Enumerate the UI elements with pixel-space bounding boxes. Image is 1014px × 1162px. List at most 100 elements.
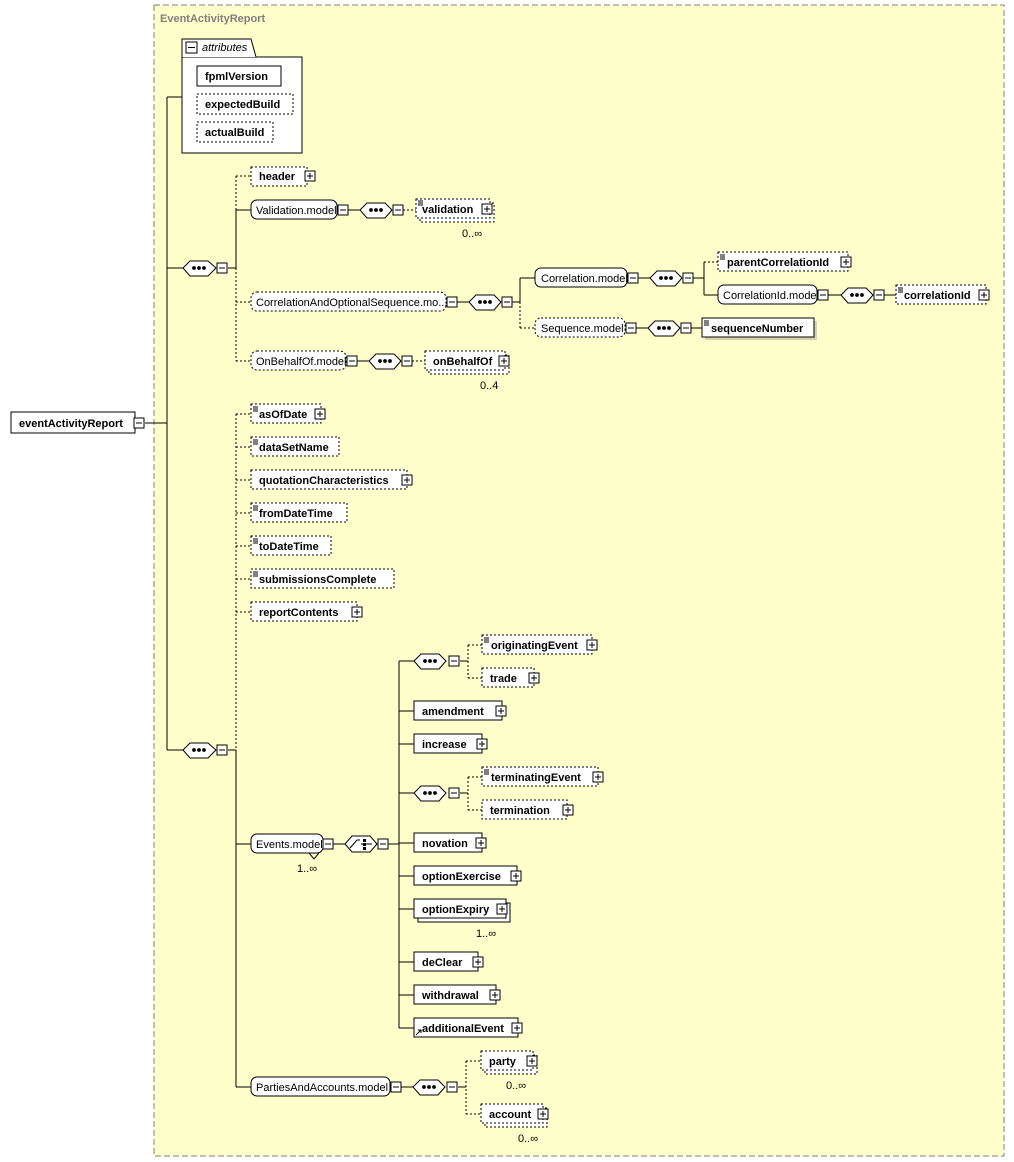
choice-compositor-events[interactable] [344,835,378,853]
expand-toggle[interactable] [481,203,493,215]
toggle-buttons [133,204,885,1093]
expand-toggle[interactable] [592,771,604,783]
element-sequence-number[interactable]: sequenceNumber [711,323,804,335]
element-option-exercise[interactable]: optionExercise [422,871,501,883]
expand-toggle[interactable] [475,837,487,849]
collapse-toggle[interactable] [346,355,358,367]
element-trade[interactable]: trade [490,673,517,685]
sequence-compositor-header[interactable] [182,260,217,277]
element-option-expiry[interactable]: optionExpiry [422,904,490,916]
element-party[interactable]: party [489,1056,517,1068]
collapse-toggle[interactable] [682,272,694,284]
expand-toggle[interactable] [511,1022,523,1034]
expand-toggle[interactable] [496,903,508,915]
sequence-compositor-events-1[interactable] [413,653,447,670]
expand-toggle[interactable] [476,738,488,750]
collapse-toggle[interactable] [625,322,637,334]
group-correlation-sequence-model[interactable]: CorrelationAndOptionalSequence.mo... [256,297,447,309]
root-element[interactable]: eventActivityReport [10,411,136,434]
collapse-toggle[interactable] [392,204,404,216]
collapse-toggle[interactable] [337,204,349,216]
element-header[interactable]: header [259,171,296,183]
element-from-date-time[interactable]: fromDateTime [259,508,333,520]
expand-toggle[interactable] [351,606,363,618]
sequence-compositor-sequence[interactable] [647,320,681,337]
sequence-compositor-body[interactable] [182,742,217,759]
collapse-toggle[interactable] [377,838,389,850]
element-terminating-event[interactable]: terminatingEvent [491,772,581,784]
attribute-actualbuild[interactable]: actualBuild [205,127,264,139]
element-termination[interactable]: termination [490,805,550,817]
cardinality-party: 0..∞ [506,1080,526,1092]
group-sequence-model[interactable]: Sequence.model [541,323,624,335]
expand-toggle[interactable] [526,1055,538,1067]
expand-toggle[interactable] [314,408,326,420]
element-originating-event[interactable]: originatingEvent [491,640,578,652]
expand-toggle[interactable] [401,474,413,486]
element-on-behalf-of[interactable]: onBehalfOf [433,356,493,368]
expand-toggle[interactable] [498,355,510,367]
element-data-set-name[interactable]: dataSetName [259,442,329,454]
group-parties-and-accounts-model[interactable]: PartiesAndAccounts.model [256,1082,388,1094]
expand-toggle[interactable] [978,289,990,301]
element-de-clear[interactable]: deClear [422,957,463,969]
collapse-toggle[interactable] [133,417,145,429]
group-correlation-model[interactable]: Correlation.model [541,273,628,285]
collapse-toggle[interactable] [446,1081,458,1093]
expand-toggle[interactable] [304,170,316,182]
element-account[interactable]: account [489,1109,532,1121]
expand-toggle[interactable] [840,256,852,268]
element-submissions-complete[interactable]: submissionsComplete [259,574,376,586]
element-amendment[interactable]: amendment [422,706,484,718]
collapse-toggle[interactable] [501,296,513,308]
expand-toggle[interactable] [562,804,574,816]
attributes-group: attributes fpmlVersion expectedBuild act… [181,38,303,154]
group-events-model[interactable]: Events.model [256,839,323,851]
expand-toggle[interactable] [586,639,598,651]
group-correlation-id-model[interactable]: CorrelationId.model [723,290,819,302]
collapse-toggle[interactable] [680,322,692,334]
collapse-toggle[interactable] [448,787,460,799]
expand-toggle[interactable] [510,870,522,882]
sequence-compositor-correlation-seq[interactable] [468,294,502,311]
collapse-toggle[interactable] [401,355,413,367]
collapse-toggle[interactable] [322,838,334,850]
element-novation[interactable]: novation [422,838,468,850]
attribute-fpmlversion[interactable]: fpmlVersion [205,71,268,83]
element-report-contents[interactable]: reportContents [259,607,338,619]
attribute-expectedbuild[interactable]: expectedBuild [205,99,280,111]
element-withdrawal[interactable]: withdrawal [421,990,479,1002]
sequence-compositor-validation[interactable] [359,202,393,219]
expand-toggle[interactable] [528,672,540,684]
collapse-toggle[interactable] [873,289,885,301]
sequence-compositor-parties[interactable] [412,1079,446,1096]
expand-toggle[interactable] [495,705,507,717]
element-correlation-id[interactable]: correlationId [904,290,971,302]
sequence-compositor-correlation-id[interactable] [840,287,874,304]
expand-toggle[interactable] [537,1108,549,1120]
group-validation-model[interactable]: Validation.model [256,205,337,217]
element-to-date-time[interactable]: toDateTime [259,541,319,553]
sequence-compositor-correlation[interactable] [649,270,683,287]
sequence-compositor-on-behalf-of[interactable] [368,353,402,370]
sequence-compositor-events-2[interactable] [413,785,447,802]
connector-lines [145,96,896,1115]
expand-toggle[interactable] [472,956,484,968]
element-additional-event[interactable]: additionalEvent [422,1023,504,1035]
collapse-toggle[interactable] [216,744,228,756]
element-increase[interactable]: increase [422,739,467,751]
collapse-toggle[interactable] [817,289,829,301]
collapse-toggle[interactable] [627,272,639,284]
element-quotation-characteristics[interactable]: quotationCharacteristics [259,475,389,487]
expand-toggle[interactable] [489,989,501,1001]
collapse-toggle[interactable] [448,655,460,667]
element-as-of-date[interactable]: asOfDate [259,409,307,421]
group-on-behalf-of-model[interactable]: OnBehalfOf.model [256,356,347,368]
element-validation[interactable]: validation [422,204,474,216]
collapse-toggle[interactable] [216,262,228,274]
root-element-label: eventActivityReport [19,418,123,430]
collapse-toggle[interactable] [390,1081,402,1093]
collapse-toggle[interactable] [446,296,458,308]
element-parent-correlation-id[interactable]: parentCorrelationId [727,257,829,269]
